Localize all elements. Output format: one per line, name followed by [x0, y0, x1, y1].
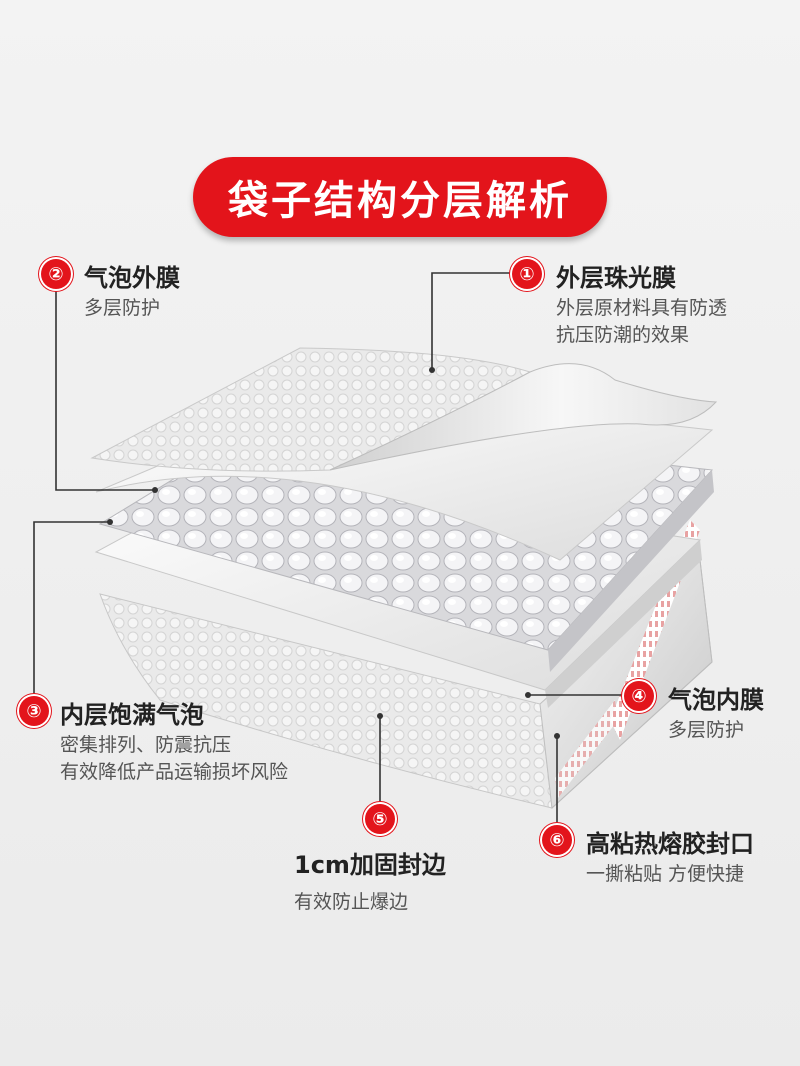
- callout-6-label: 高粘热熔胶封口: [586, 830, 754, 858]
- callout-6-desc-line-1: 一撕粘贴 方便快捷: [586, 863, 745, 885]
- page-title: 袋子结构分层解析: [228, 178, 572, 224]
- callout-6-badge: ⑥: [542, 825, 572, 855]
- callout-1-badge: ①: [512, 259, 542, 289]
- callout-1-desc-line-2: 抗压防潮的效果: [556, 324, 690, 346]
- callout-3-desc-line-1: 密集排列、防震抗压: [60, 734, 232, 756]
- callout-3-desc-line-2: 有效降低产品运输损坏风险: [60, 761, 289, 783]
- callout-5-label: 1cm加固封边: [294, 851, 446, 879]
- callout-1-desc-line-1: 外层原材料具有防透: [556, 297, 728, 319]
- callout-4-label: 气泡内膜: [668, 686, 764, 714]
- callout-3-label: 内层饱满气泡: [60, 701, 204, 729]
- callout-5-desc-line-1: 有效防止爆边: [294, 891, 409, 913]
- peel-flap: [329, 363, 718, 471]
- callout-5-badge: ⑤: [365, 804, 395, 834]
- leader-lines: [33, 272, 622, 823]
- callout-4-badge: ④: [624, 681, 654, 711]
- callout-2-label: 气泡外膜: [84, 264, 180, 292]
- callout-2-badge: ②: [41, 259, 71, 289]
- callout-1-label: 外层珠光膜: [556, 264, 676, 292]
- callout-4-desc-line-1: 多层防护: [668, 719, 745, 741]
- title-banner: 袋子结构分层解析: [193, 157, 607, 237]
- callout-3-badge: ③: [19, 696, 49, 726]
- callout-2-desc-line-1: 多层防护: [84, 297, 161, 319]
